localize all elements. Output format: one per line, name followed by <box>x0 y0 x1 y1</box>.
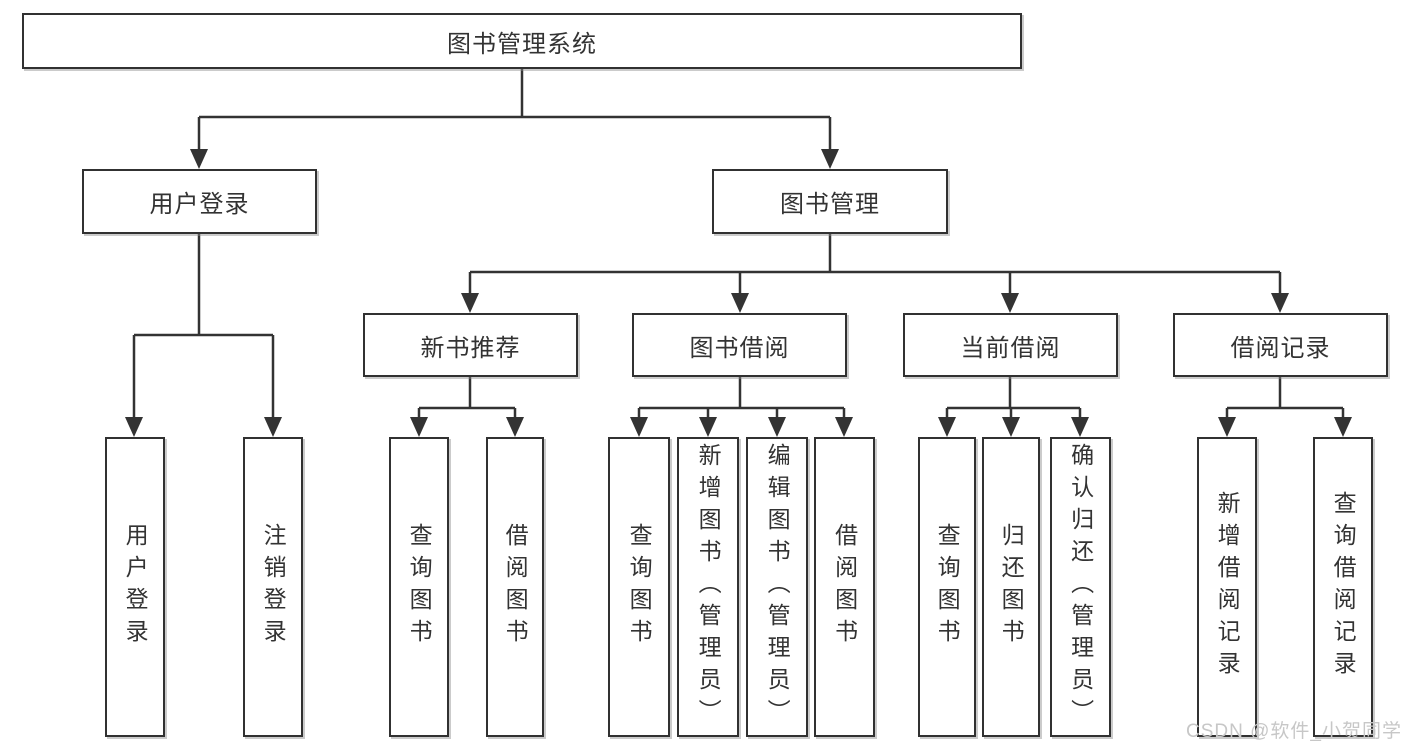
leaf-add-book-admin-label: 新增图书（管理员） <box>695 443 722 731</box>
leaf-edit-book-admin: 编辑图书（管理员） <box>746 437 808 737</box>
leaf-query-books-current: 查询图书 <box>918 437 976 737</box>
leaf-borrow-books-label: 借阅图书 <box>831 523 858 651</box>
node-borrow-records: 借阅记录 <box>1173 313 1388 377</box>
leaf-confirm-return-admin: 确认归还（管理员） <box>1050 437 1111 737</box>
node-book-management: 图书管理 <box>712 169 948 234</box>
leaf-add-borrow-record-label: 新增借阅记录 <box>1214 491 1241 683</box>
leaf-return-books-label: 归还图书 <box>998 523 1025 651</box>
leaf-user-login-label: 用户登录 <box>122 523 149 651</box>
leaf-edit-book-admin-label: 编辑图书（管理员） <box>764 443 791 731</box>
node-user-login: 用户登录 <box>82 169 317 234</box>
leaf-add-book-admin: 新增图书（管理员） <box>677 437 739 737</box>
leaf-add-borrow-record: 新增借阅记录 <box>1197 437 1257 737</box>
leaf-user-login: 用户登录 <box>105 437 165 737</box>
node-current-borrow: 当前借阅 <box>903 313 1118 377</box>
arrowheads <box>125 149 1352 437</box>
csdn-watermark: CSDN @软件_小贺同学 <box>1186 721 1402 742</box>
leaf-query-books-current-label: 查询图书 <box>934 523 961 651</box>
leaf-borrow-books-recommend-label: 借阅图书 <box>502 523 529 651</box>
leaf-query-borrow-record: 查询借阅记录 <box>1313 437 1373 737</box>
leaf-borrow-books: 借阅图书 <box>814 437 875 737</box>
node-book-borrow: 图书借阅 <box>632 313 847 377</box>
leaf-query-books-recommend: 查询图书 <box>389 437 449 737</box>
leaf-query-books-recommend-label: 查询图书 <box>406 523 433 651</box>
node-library-system: 图书管理系统 <box>22 13 1022 69</box>
node-new-book-recommend: 新书推荐 <box>363 313 578 377</box>
leaf-logout-label: 注销登录 <box>260 523 287 651</box>
leaf-borrow-books-recommend: 借阅图书 <box>486 437 544 737</box>
leaf-query-books-borrow: 查询图书 <box>608 437 670 737</box>
leaf-confirm-return-admin-label: 确认归还（管理员） <box>1067 443 1094 731</box>
leaf-query-books-borrow-label: 查询图书 <box>626 523 653 651</box>
leaf-logout: 注销登录 <box>243 437 303 737</box>
leaf-query-borrow-record-label: 查询借阅记录 <box>1330 491 1357 683</box>
leaf-return-books: 归还图书 <box>982 437 1040 737</box>
